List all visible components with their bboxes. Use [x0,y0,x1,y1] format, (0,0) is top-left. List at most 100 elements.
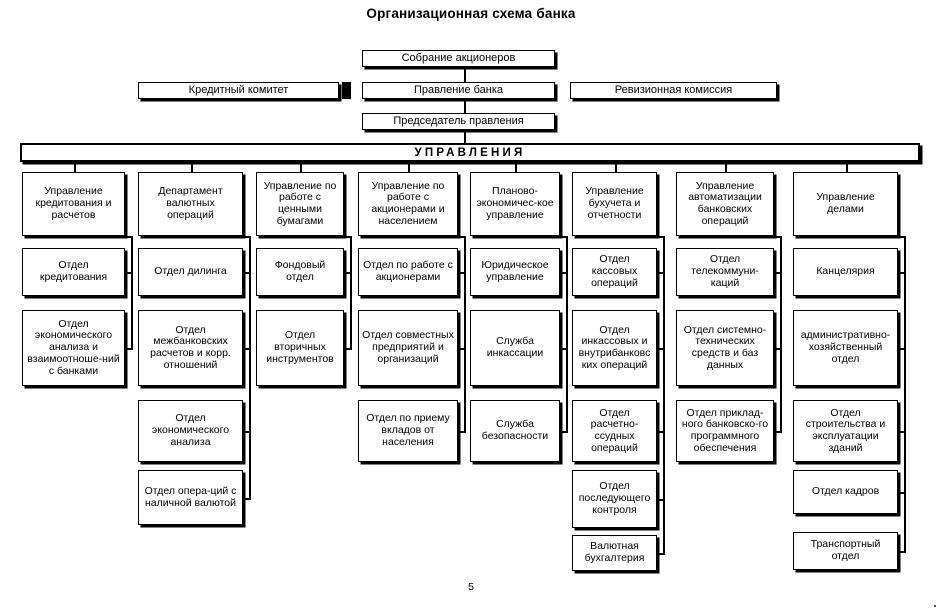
department-label: административно-хозяйственный отдел [800,329,891,365]
connector-head-elbow [615,236,665,238]
node-shareholders-meeting[interactable]: Собрание акционеров [362,50,555,67]
connector-branch [458,431,466,433]
node-label: Правление банка [413,84,504,97]
department-box[interactable]: Отдел строительства и эксплуатации здани… [793,400,898,462]
connector-branch [243,498,251,500]
node-label: Собрание акционеров [401,52,516,65]
connector-branch [657,431,665,433]
connector-branch [898,492,906,494]
connector-branch [774,431,782,433]
connector-banner-to-unit [74,162,76,172]
connector-branch [344,272,352,274]
unit-head-box[interactable]: Управление кредитования и расчетов [22,172,125,236]
department-box[interactable]: Отдел кассовых операций [572,248,657,296]
connector-branch [657,553,665,555]
connector-head-elbow [300,236,352,238]
unit-head-box[interactable]: Управление по работе с акционерами и нас… [358,172,458,236]
connector-banner-to-unit [515,162,517,172]
department-box[interactable]: административно-хозяйственный отдел [793,310,898,386]
department-box[interactable]: Отдел межбанковских расчетов и корр. отн… [138,310,243,386]
unit-head-box[interactable]: Планово-экономичес-кое управление [470,172,560,236]
department-box[interactable]: Отдел дилинга [138,248,243,296]
connector-spine [904,236,906,551]
connector-branch [657,272,665,274]
department-box[interactable]: Фондовый отдел [256,248,344,296]
department-box[interactable]: Отдел телекоммуни-каций [676,248,774,296]
unit-head-label: Управление по работе с акционерами и нас… [371,179,445,227]
department-label: Отдел по работе с акционерами [363,259,453,283]
department-box[interactable]: Служба безопасности [470,400,560,462]
department-box[interactable]: Отдел вторичных инструментов [256,310,344,386]
department-box[interactable]: Отдел инкассовых и внутрибанковс ких опе… [572,310,657,386]
department-label: Отдел системно-технических средств и баз… [683,323,767,371]
department-box[interactable]: Отдел совместных предприятий и организац… [358,310,458,386]
department-box[interactable]: Отдел системно-технических средств и баз… [676,310,774,386]
department-label: Отдел кредитования [39,259,108,283]
connector-branch [657,348,665,350]
unit-head-box[interactable]: Управление по работе с ценными бумагами [256,172,344,236]
unit-head-label: Управление бухучета и отчетности [585,185,644,221]
connector-branch [774,348,782,350]
connector-head-elbow [846,236,906,238]
department-box[interactable]: Отдел опера-ций с наличной валютой [138,470,243,525]
connector-branch [560,272,568,274]
connector-branch [458,272,466,274]
department-label: Отдел опера-ций с наличной валютой [144,484,237,509]
department-label: Отдел телекоммуни-каций [691,253,759,289]
connector-banner-to-unit [300,162,302,172]
department-box[interactable]: Отдел приклад-ного банковско-го программ… [676,400,774,462]
connector-branch [243,348,251,350]
connector-spine [566,236,568,431]
connector-spine [249,236,251,498]
node-credit-committee[interactable]: Кредитный комитет [138,82,339,99]
connector-banner-to-unit [725,162,727,172]
unit-head-label: Планово-экономичес-кое управление [476,185,554,221]
connector-head-elbow [74,236,133,238]
unit-head-box[interactable]: Управление бухучета и отчетности [572,172,657,236]
node-bank-board[interactable]: Правление банка [362,82,555,99]
department-label: Отдел инкассовых и внутрибанковс ких опе… [578,323,651,371]
unit-head-box[interactable]: Управление делами [793,172,898,236]
department-box[interactable]: Отдел кадров [793,470,898,514]
connector-branch [560,431,568,433]
unit-head-label: Управление по работе с ценными бумагами [263,179,337,227]
department-box[interactable]: Отдел расчетно-ссудных операций [572,400,657,462]
node-label: Председатель правления [393,115,524,128]
page-title: Организационная схема банка [366,6,576,21]
unit-head-box[interactable]: Управление автоматизации банковских опер… [676,172,774,236]
node-board-chairman[interactable]: Председатель правления [362,113,555,130]
connector-head-elbow [191,236,251,238]
department-box[interactable]: Отдел по приему вкладов от населения [358,400,458,462]
node-label: Ревизионная комиссия [614,84,733,97]
department-box[interactable]: Транспортный отдел [793,532,898,570]
department-box[interactable]: Валютная бухгалтерия [572,535,657,571]
department-box[interactable]: Канцелярия [793,248,898,296]
unit-head-label: Управление кредитования и расчетов [35,185,112,221]
connector-spine [131,236,133,348]
department-box[interactable]: Отдел последующего контроля [572,470,657,528]
unit-head-box[interactable]: Департамент валютных операций [138,172,243,236]
department-box[interactable]: Отдел кредитования [22,248,125,296]
department-box[interactable]: Юридическое управление [470,248,560,296]
department-box[interactable]: Отдел экономического анализа [138,400,243,462]
joint-marker [342,82,351,99]
node-audit-commission[interactable]: Ревизионная комиссия [570,82,777,99]
node-label: Кредитный комитет [188,84,289,97]
connector-banner-to-unit [615,162,617,172]
connector-head-elbow [408,236,466,238]
connector-branch [125,348,133,350]
department-box[interactable]: Служба инкассации [470,310,560,386]
connector-branch [560,348,568,350]
department-label: Служба инкассации [486,335,544,359]
department-box[interactable]: Отдел по работе с акционерами [358,248,458,296]
department-label: Отдел межбанковских расчетов и корр. отн… [150,323,231,371]
department-box[interactable]: Отдел экономического анализа и взаимоотн… [22,310,125,386]
department-label: Отдел экономического анализа [151,412,230,448]
connector-head-elbow [725,236,782,238]
department-label: Служба безопасности [481,418,549,442]
connector-branch [657,499,665,501]
connector-branch [898,348,906,350]
department-label: Валютная бухгалтерия [584,540,645,564]
unit-head-label: Управление автоматизации банковских опер… [688,179,762,227]
banner-upravleniya: УПРАВЛЕНИЯ [20,143,920,162]
